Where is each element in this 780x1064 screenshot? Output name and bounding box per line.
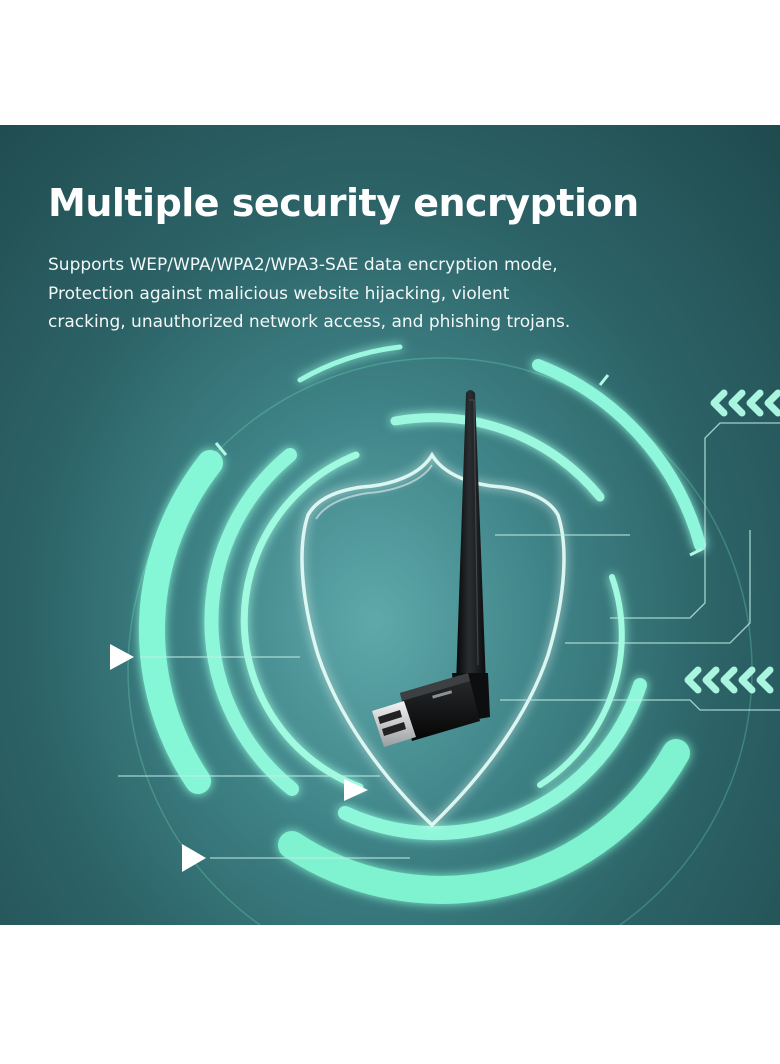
usb-wifi-adapter <box>372 390 490 747</box>
product-banner: Multiple security encryption Supports WE… <box>0 125 780 925</box>
chevron-left-icon <box>684 389 780 694</box>
circuit-lines <box>118 422 780 859</box>
glow-rings <box>139 344 706 904</box>
page-title: Multiple security encryption <box>48 181 639 225</box>
feature-description: Supports WEP/WPA/WPA2/WPA3-SAE data encr… <box>48 255 571 332</box>
shield-icon <box>300 451 566 828</box>
play-triangle-icon <box>110 644 368 872</box>
security-illustration <box>110 344 780 925</box>
ring-ticks <box>214 374 703 557</box>
